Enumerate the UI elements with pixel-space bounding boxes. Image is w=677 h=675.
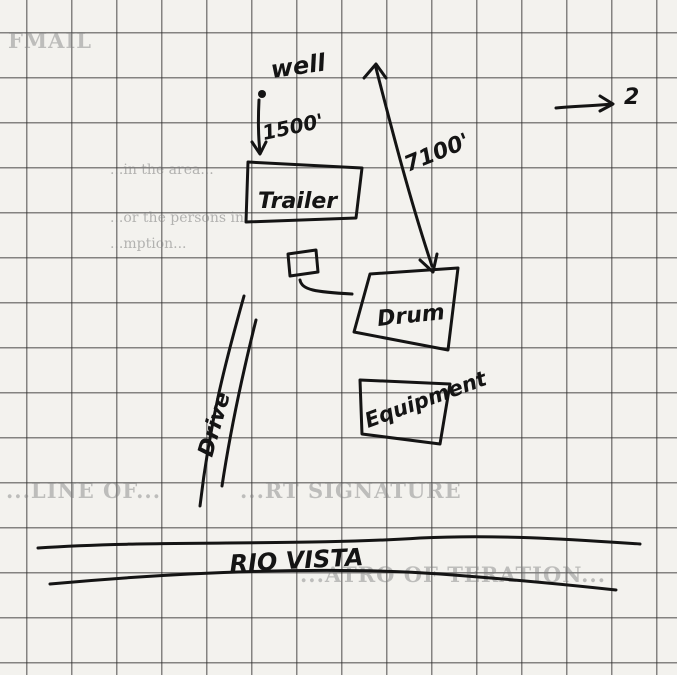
well-to-trailer-arrow xyxy=(256,98,262,154)
connector-line xyxy=(298,278,354,296)
connector-box xyxy=(286,248,320,278)
direction-arrow-head-icon xyxy=(598,94,615,113)
arrowhead-drum-icon xyxy=(418,252,439,274)
driveway-label: Drive xyxy=(194,389,236,459)
road-edge-bottom xyxy=(48,568,618,592)
driveway-line-right xyxy=(220,318,258,488)
well-label: well xyxy=(269,48,328,83)
direction-label: 2 xyxy=(624,85,639,110)
arrow-tail-mark xyxy=(362,62,388,80)
long-arrow-line xyxy=(374,66,434,268)
trailer-box xyxy=(244,160,364,224)
depth-label-7100: 7100' xyxy=(401,129,473,178)
direction-arrow-line xyxy=(554,102,614,110)
arrowhead-down-icon xyxy=(250,140,268,156)
bleed-text-2: ...in the area... xyxy=(110,162,214,178)
equipment-label: Equipment xyxy=(362,366,491,433)
bleed-text-1: FMAIL xyxy=(8,28,93,53)
bleed-text-3: ...or the persons in... xyxy=(110,210,258,226)
drum-box xyxy=(352,266,460,352)
trailer-label: Trailer xyxy=(258,189,338,214)
equipment-box xyxy=(358,378,452,446)
drum-label: Drum xyxy=(376,300,446,332)
bleed-text-5: ...LINE OF... xyxy=(6,478,162,503)
bleed-text-6: ...RT SIGNATURE xyxy=(240,478,462,503)
road-edge-top xyxy=(36,535,642,550)
bleed-text-4: ...mption... xyxy=(110,236,187,252)
depth-label-1500: 1500' xyxy=(260,109,325,145)
driveway-line-left xyxy=(198,294,246,508)
road-label: RIO VISTA xyxy=(229,543,364,578)
well-marker xyxy=(258,90,266,98)
